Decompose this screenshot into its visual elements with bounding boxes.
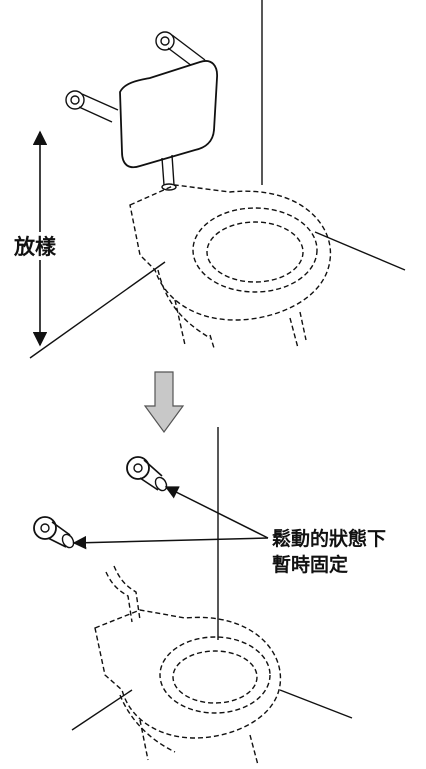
- wall-flange-right: [155, 31, 175, 51]
- top-illustration: [29, 0, 406, 359]
- wall-floor-line-left: [29, 261, 166, 359]
- floor-line-right-bottom: [279, 689, 353, 719]
- backrest-support: [65, 31, 218, 191]
- toilet-dashed: [129, 184, 332, 349]
- height-label: 放樣: [13, 235, 57, 259]
- floor-line-left-bottom: [71, 689, 133, 731]
- callout-arrow-upper: [164, 486, 269, 539]
- callout-label-line1: 鬆動的狀態下: [272, 527, 386, 550]
- down-arrow: [143, 371, 185, 434]
- backrest-pad: [119, 60, 218, 169]
- height-label-bg: [12, 232, 64, 260]
- loose-flange-upper: [126, 456, 168, 492]
- callout-label-line2: 暫時固定: [272, 553, 348, 576]
- bottom-illustration: [33, 427, 353, 766]
- toilet-dashed-bottom: [94, 565, 282, 766]
- loose-flange-lower: [33, 516, 75, 549]
- wall-flange-left: [65, 90, 85, 110]
- callout-arrow-lower: [72, 535, 269, 550]
- wall-floor-line-right: [314, 231, 406, 271]
